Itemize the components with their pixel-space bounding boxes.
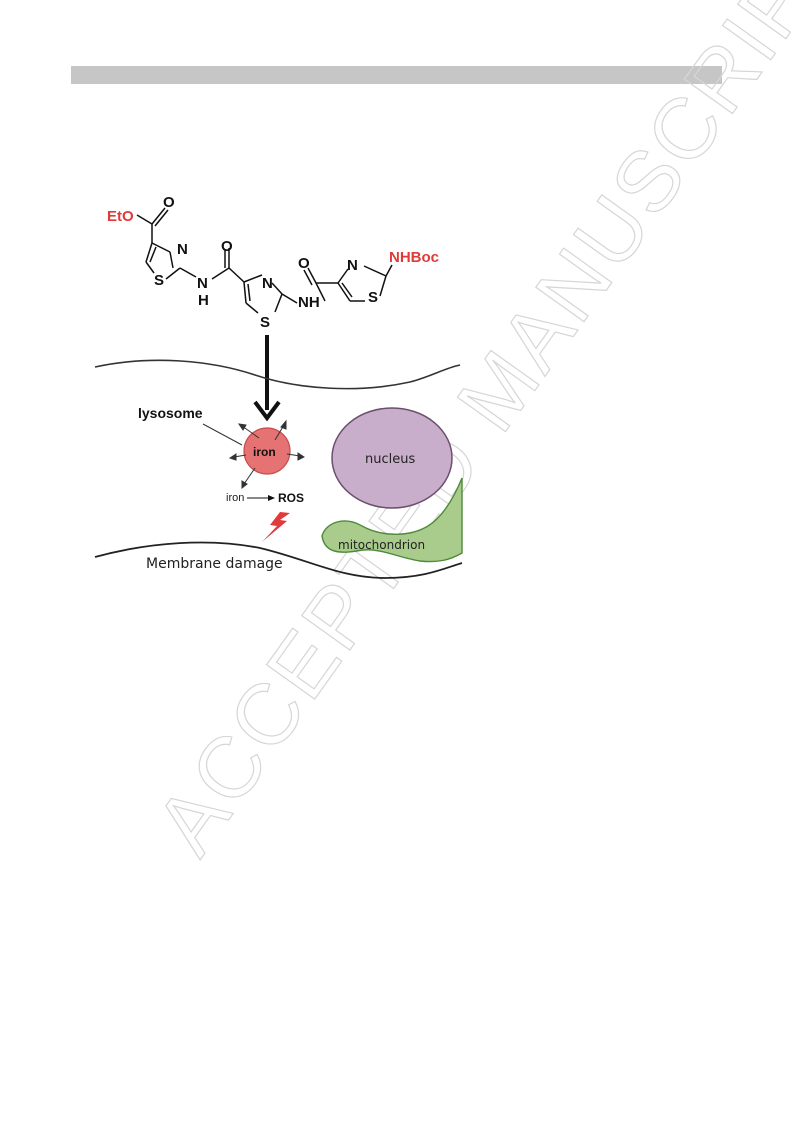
nucleus [331,407,453,509]
ring3-nitrogen: N [347,257,358,274]
lower-membrane [94,541,463,579]
watermark: ACCEPTED MANUSCRIPT [137,0,793,871]
mitochondrion [321,477,463,563]
mitochondrion-label: mitochondrion [338,538,425,552]
lysosome [243,427,291,475]
uptake-arrow [253,335,281,422]
ros-reaction-arrow [247,495,275,501]
ring2-sulfur: S [260,314,270,331]
ros-label: ROS [278,491,304,505]
damage-bolt-icon [262,512,290,542]
carbonyl-oxygen-3: O [298,255,310,272]
amide1-hydrogen: H [198,292,209,309]
ring3-sulfur: S [368,289,378,306]
ring1-sulfur: S [154,272,164,289]
lysosome-iron-label: iron [253,445,276,459]
boc-label: NHBoc [389,249,439,266]
amide2-nh: NH [298,294,320,311]
ester-label: EtO [107,208,134,225]
membrane-damage-label: Membrane damage [146,556,283,572]
carbonyl-oxygen-2: O [221,238,233,255]
upper-membrane [94,359,461,390]
ring1-nitrogen: N [177,241,188,258]
nucleus-label: nucleus [365,452,415,467]
molecule-structure [136,207,393,314]
iron-release-arrows [228,419,305,490]
lysosome-pointer [202,423,243,446]
ring2-nitrogen: N [262,275,273,292]
amide1-nitrogen: N [197,275,208,292]
iron-reactant-label: iron [226,492,244,504]
header-bar [71,66,722,84]
lysosome-label: lysosome [138,405,203,421]
carbonyl-oxygen-1: O [163,194,175,211]
